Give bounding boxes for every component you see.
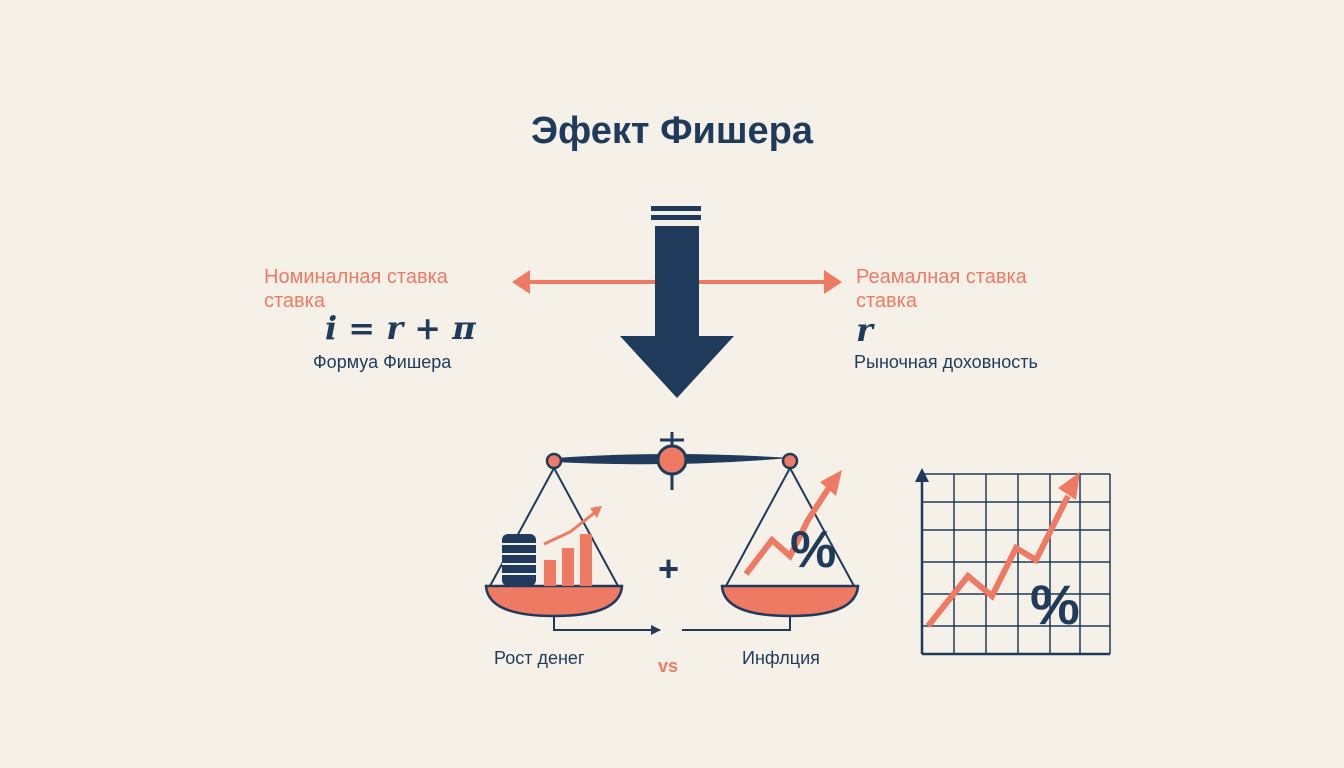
chart-percent-icon: % xyxy=(1030,573,1080,636)
fisher-formula: i = r + π xyxy=(325,309,476,347)
inflation-label: Инфлция xyxy=(742,648,820,668)
inflation-trend-icon xyxy=(743,470,842,576)
vs-label: vs xyxy=(658,656,679,676)
plus-sign: + xyxy=(658,548,680,589)
real-rate-label: Реамалная ставка xyxy=(856,266,1027,288)
nominal-rate-label: Номиналная ставка xyxy=(264,266,448,288)
down-arrow-icon xyxy=(620,206,734,398)
nominal-rate-label-line2: ставка xyxy=(264,290,325,312)
percent-icon: % xyxy=(790,521,837,579)
money-growth-label: Рост денег xyxy=(494,648,585,668)
balance-scale-icon xyxy=(484,432,860,635)
market-yield-caption: Рыночная доховность xyxy=(854,352,1038,372)
grid-chart-icon xyxy=(915,468,1111,656)
page-title: Эфект Фишера xyxy=(530,110,814,152)
real-rate-label-line2: ставка xyxy=(856,290,917,312)
real-rate-symbol: r xyxy=(856,311,873,349)
money-growth-icon xyxy=(502,506,602,586)
formula-caption: Формуа Фишера xyxy=(313,352,452,372)
